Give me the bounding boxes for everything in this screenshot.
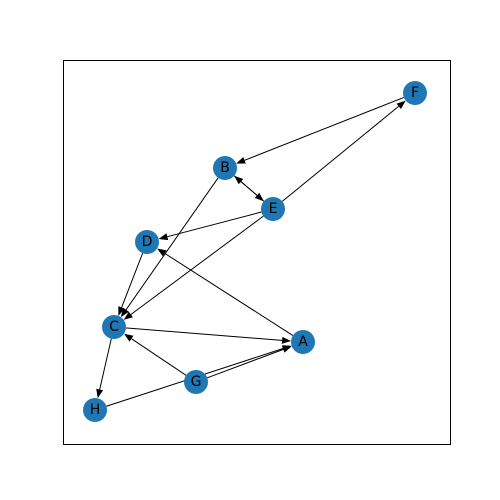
edge-arrowhead xyxy=(396,100,406,109)
node-label: F xyxy=(411,85,419,101)
nodes-layer: A B C D E F G H xyxy=(83,81,427,422)
edge-line xyxy=(164,252,294,336)
node-F: F xyxy=(403,81,427,105)
node-circle xyxy=(102,315,126,339)
edges-layer xyxy=(96,96,406,407)
edge-line xyxy=(125,327,283,341)
edge-arrowhead xyxy=(157,248,167,257)
edge-G-C xyxy=(123,333,187,376)
edge-G-A xyxy=(207,346,292,379)
edge-line xyxy=(167,211,262,238)
edge-arrowhead xyxy=(123,333,134,342)
edge-arrowhead xyxy=(281,345,292,352)
edge-arrowhead xyxy=(118,306,125,316)
edge-line xyxy=(125,177,219,311)
edge-B-C xyxy=(120,177,219,318)
node-label: A xyxy=(298,334,308,350)
node-label: E xyxy=(269,201,278,217)
edge-line xyxy=(244,96,405,161)
node-circle xyxy=(83,398,107,422)
node-circle xyxy=(261,197,285,221)
edge-A-D xyxy=(157,248,294,336)
node-circle xyxy=(184,370,208,394)
edge-arrowhead xyxy=(234,175,244,185)
edge-E-B xyxy=(234,175,265,202)
plot-frame xyxy=(63,60,451,445)
node-circle xyxy=(291,330,315,354)
edge-F-B xyxy=(236,96,405,164)
node-circle xyxy=(135,230,159,254)
edge-line xyxy=(121,253,144,308)
node-label: G xyxy=(191,374,202,390)
edge-arrowhead xyxy=(123,311,133,320)
node-circle xyxy=(403,81,427,105)
node-E: E xyxy=(261,197,285,221)
node-label: B xyxy=(220,160,230,176)
edge-line xyxy=(207,348,284,379)
node-B: B xyxy=(213,156,237,180)
edge-E-D xyxy=(158,211,262,241)
node-label: C xyxy=(109,319,119,335)
edge-arrowhead xyxy=(236,157,246,164)
node-circle xyxy=(213,156,237,180)
node-label: H xyxy=(90,402,101,418)
node-G: G xyxy=(184,370,208,394)
edge-C-H xyxy=(96,338,112,399)
edge-line xyxy=(281,105,400,202)
edge-arrowhead xyxy=(281,336,292,344)
edge-D-C xyxy=(118,253,144,316)
edge-line xyxy=(240,181,265,202)
edge-E-F xyxy=(281,100,406,202)
node-C: C xyxy=(102,315,126,339)
node-A: A xyxy=(291,330,315,354)
node-label: D xyxy=(142,234,153,250)
edge-arrowhead xyxy=(158,233,169,241)
edge-C-A xyxy=(125,327,292,344)
node-H: H xyxy=(83,398,107,422)
edge-E-C xyxy=(123,215,264,320)
edge-line xyxy=(130,215,264,315)
node-D: D xyxy=(135,230,159,254)
edge-arrowhead xyxy=(96,388,104,399)
edge-line xyxy=(131,338,187,376)
edge-line xyxy=(99,338,112,390)
